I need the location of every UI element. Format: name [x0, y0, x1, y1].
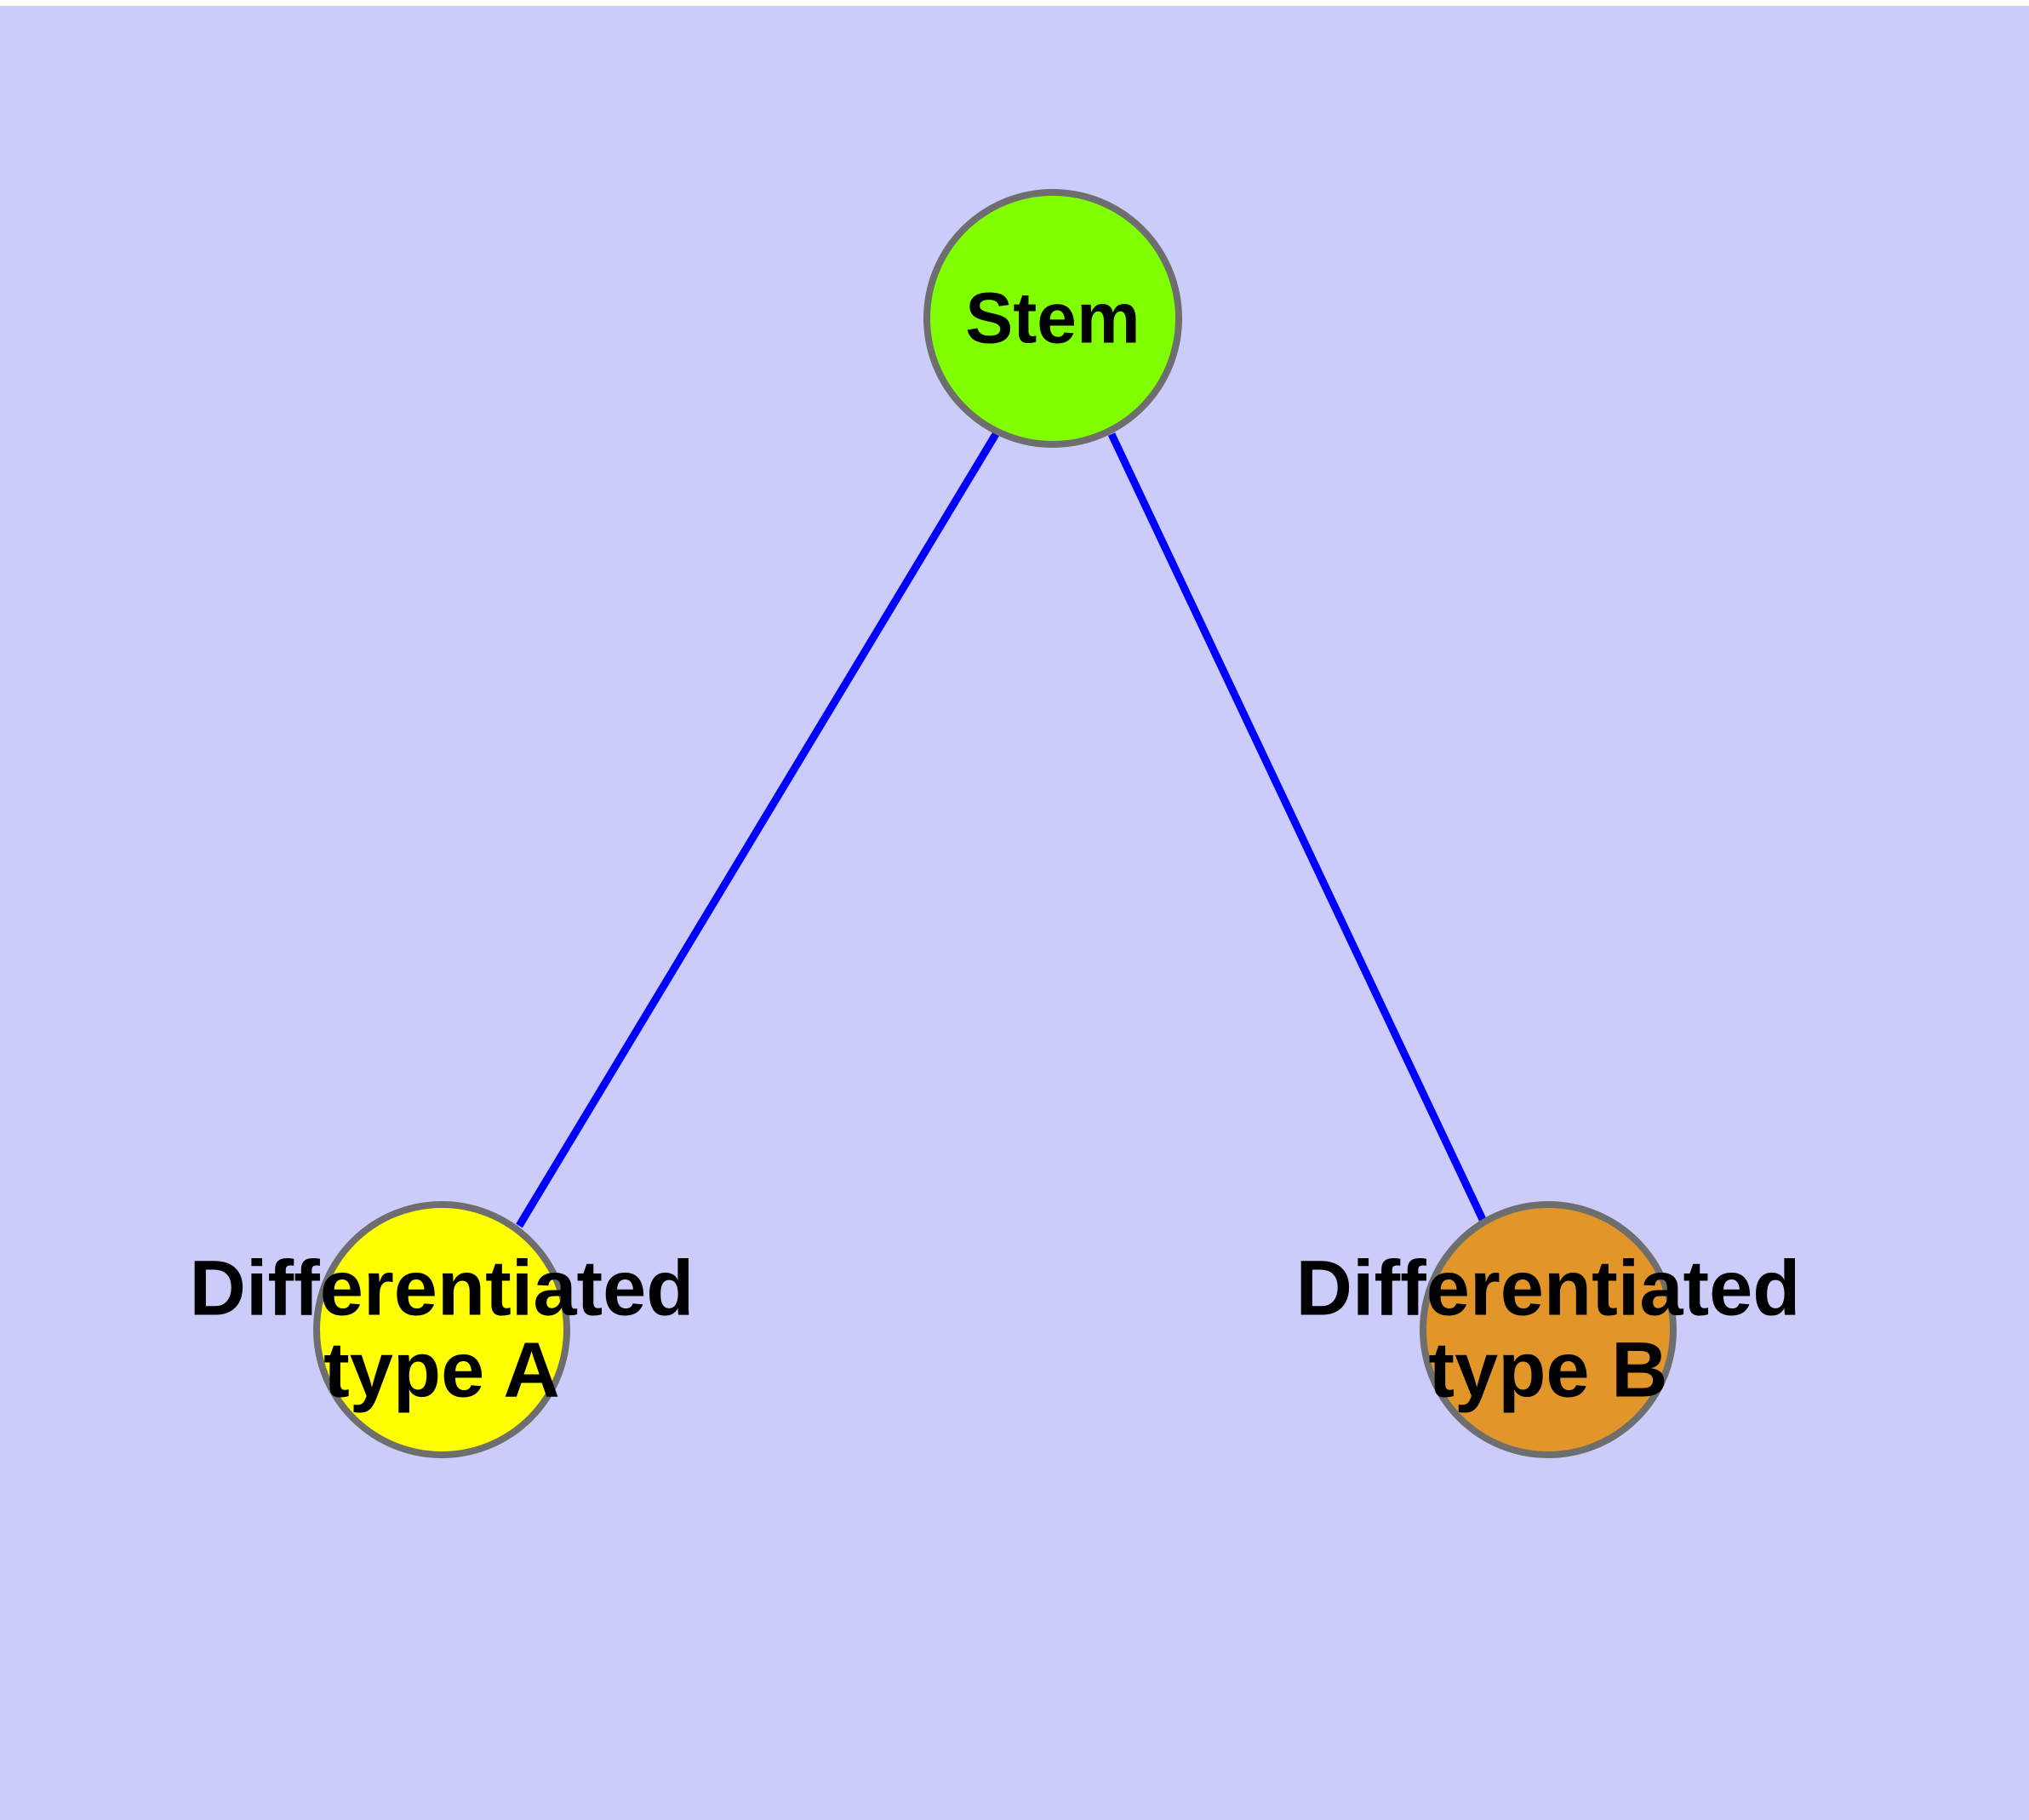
edge-stem-to-differentiated-b: [1107, 432, 1490, 1228]
edge-layer: [516, 432, 1490, 1228]
edge-stem-to-differentiated-a: [516, 432, 999, 1228]
node-differentiated-type-b[interactable]: [1420, 1201, 1677, 1458]
node-stem[interactable]: [923, 189, 1182, 448]
node-differentiated-type-a[interactable]: [313, 1201, 570, 1458]
node-layer: [313, 189, 1677, 1458]
